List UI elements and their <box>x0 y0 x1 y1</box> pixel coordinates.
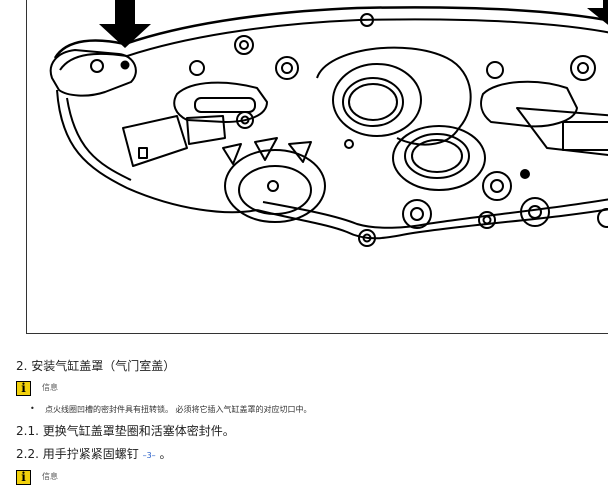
step-2-2: 2.2. 用手拧紧紧固螺钉 –3– 。 <box>16 445 172 462</box>
info-label: 信息 <box>42 383 58 392</box>
info-label: 信息 <box>42 472 58 481</box>
cylinder-head-cover-figure <box>26 0 608 334</box>
cylinder-head-cover-drawing <box>49 0 608 247</box>
section-title: 安装气缸盖罩（气门室盖） <box>31 359 176 373</box>
arrow-icon <box>587 0 608 25</box>
callout-link[interactable]: –3– <box>142 451 156 460</box>
section-number: 2. <box>16 359 28 373</box>
step-text: 更换气缸盖罩垫圈和活塞体密封件。 <box>42 424 235 438</box>
step-2-1: 2.1. 更换气缸盖罩垫圈和活塞体密封件。 <box>16 422 235 439</box>
step-suffix: 。 <box>159 447 172 461</box>
step-number: 2.1. <box>16 424 39 438</box>
info-icon: i <box>16 381 31 396</box>
arrow-icon <box>99 0 151 48</box>
section-heading: 2. 安装气缸盖罩（气门室盖） <box>16 357 175 374</box>
info-icon: i <box>16 470 31 485</box>
bullet-dot: • <box>30 404 35 413</box>
step-number: 2.2. <box>16 447 39 461</box>
info-bullet-text: 点火线圈凹槽的密封件具有扭转锁。 必须将它插入气缸盖罩的对应切口中。 <box>45 405 312 414</box>
step-text: 用手拧紧紧固螺钉 <box>42 447 139 461</box>
